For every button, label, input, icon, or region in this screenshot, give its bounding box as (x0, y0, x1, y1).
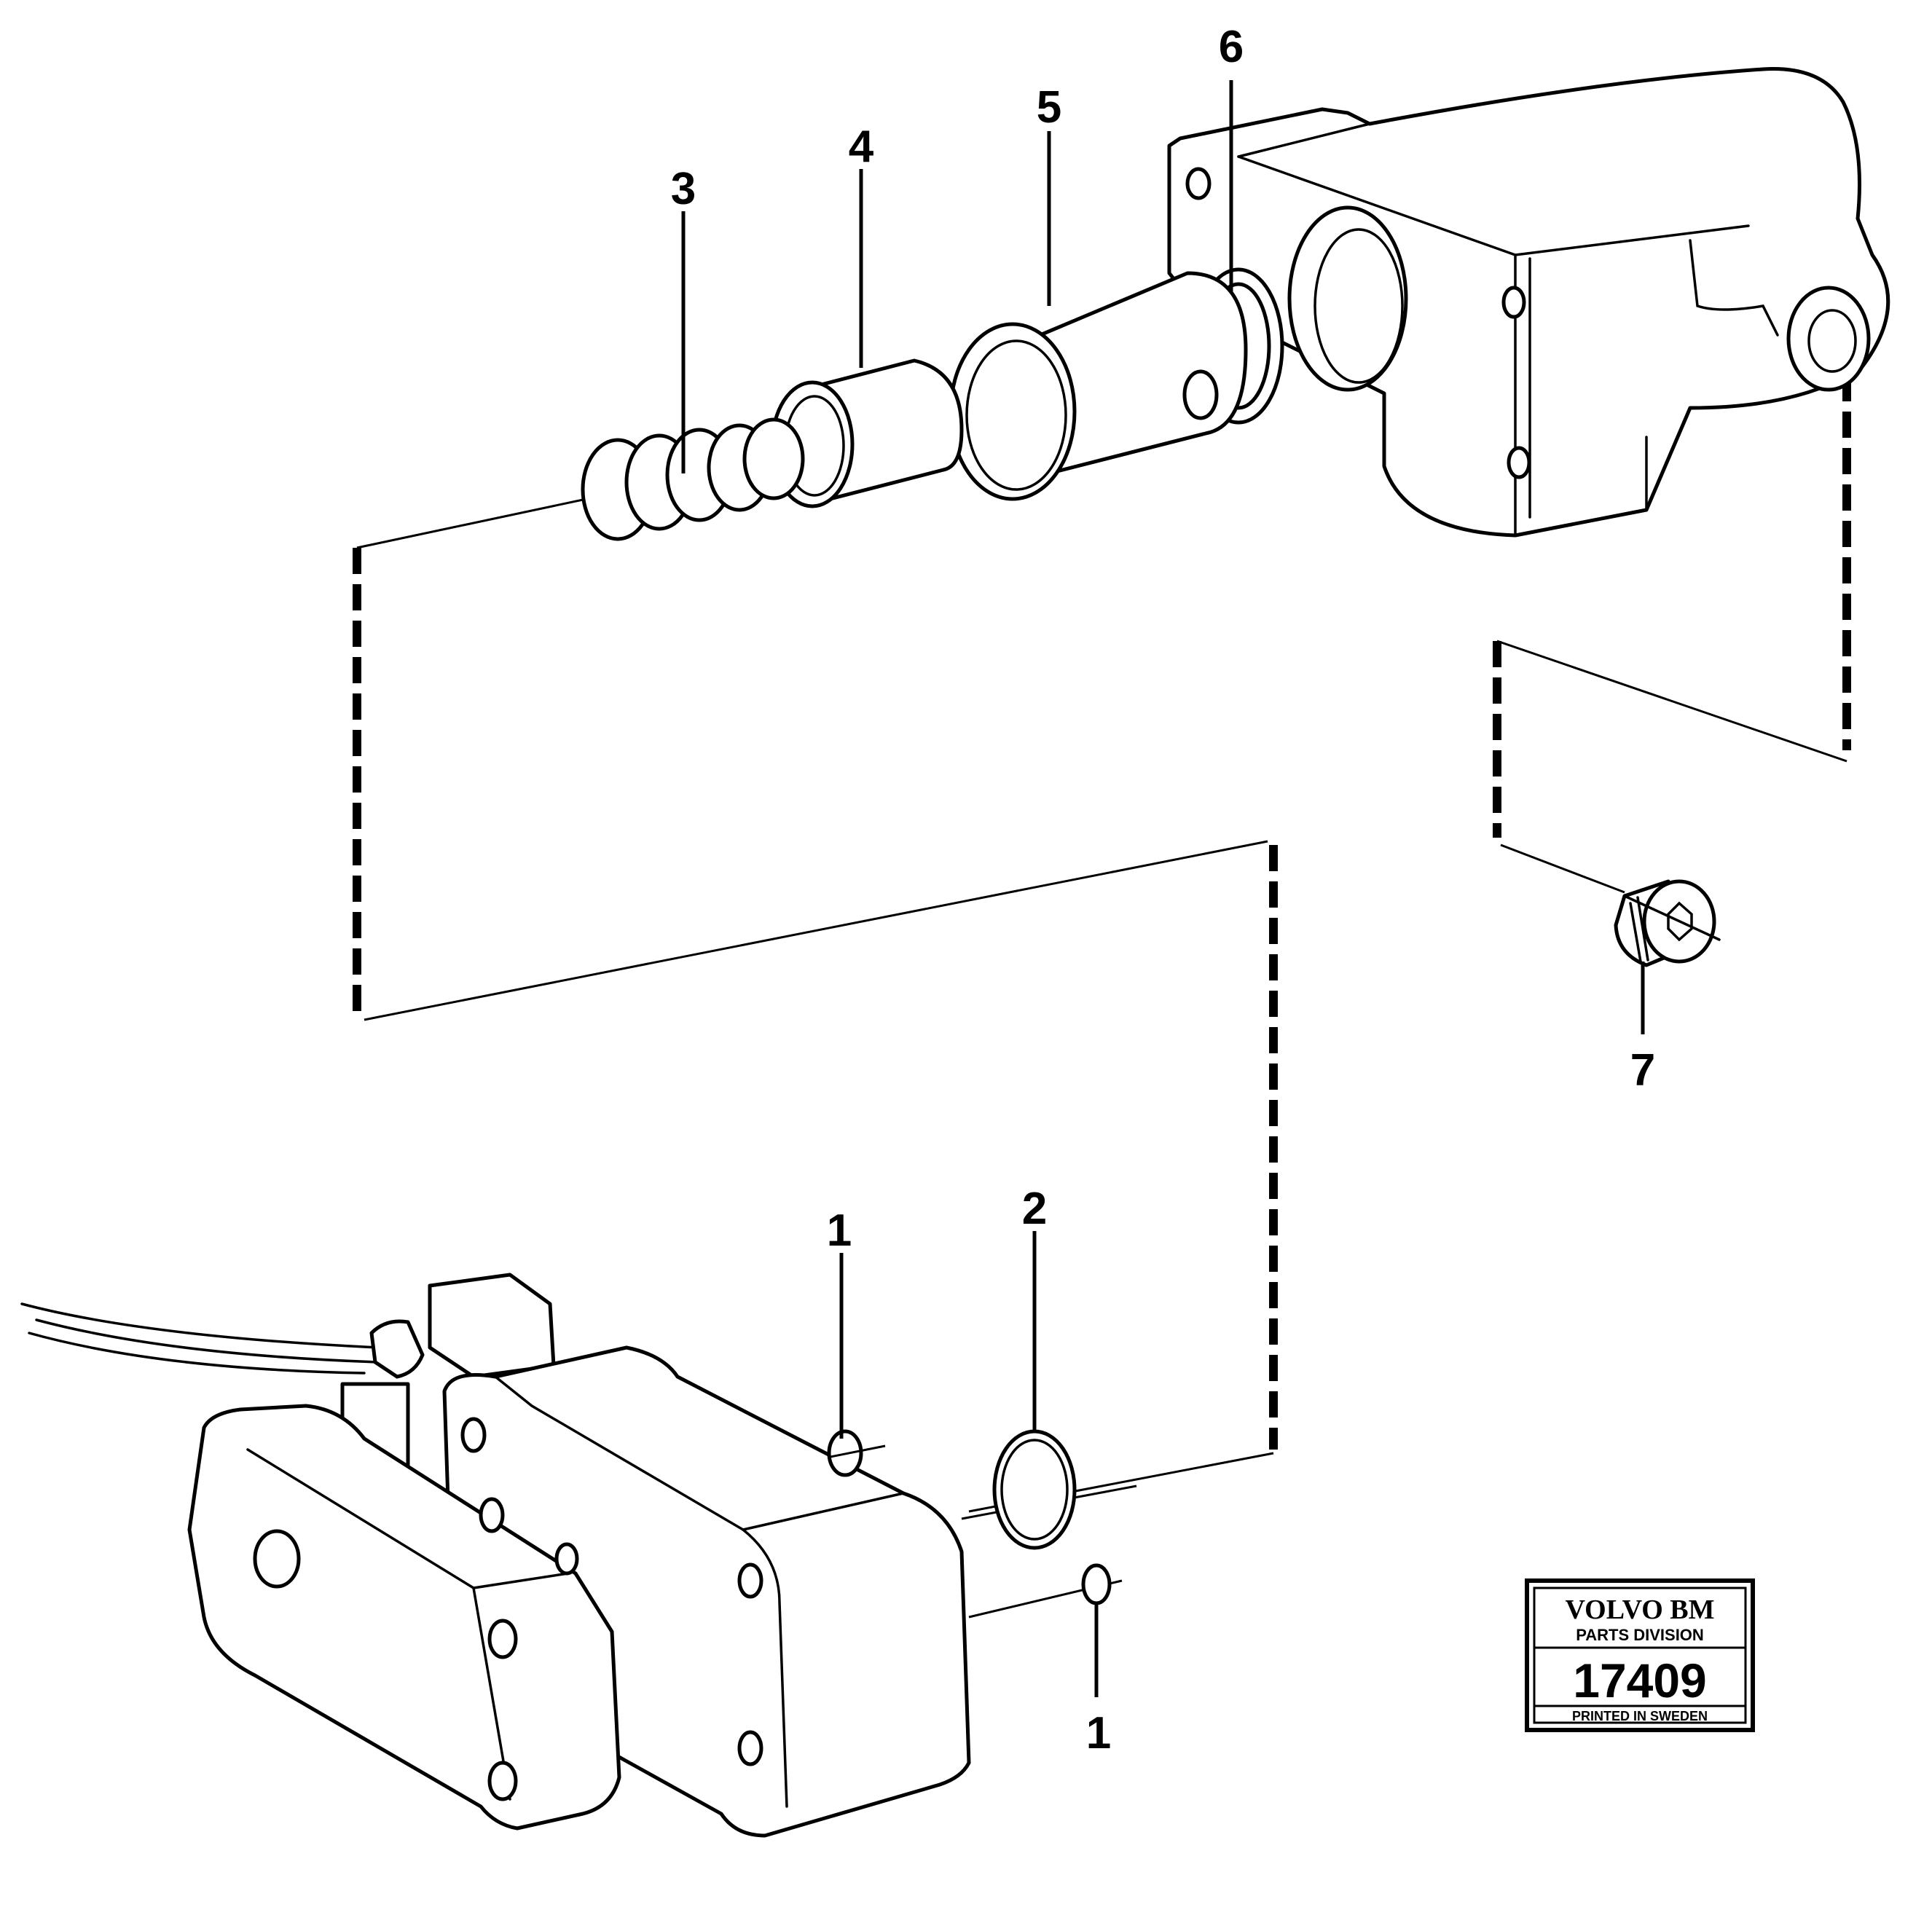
callout-5: 5 (1037, 82, 1061, 133)
o-ring-part-2 (992, 1429, 1077, 1550)
callout-leaders (681, 80, 1645, 1697)
badge-number: 17409 (1573, 1654, 1707, 1707)
badge-division: PARTS DIVISION (1576, 1626, 1704, 1644)
valve-housing (1167, 67, 1890, 538)
callout-1-upper: 1 (827, 1206, 852, 1256)
callout-numbers: 3 4 5 6 7 1 2 1 (671, 22, 1655, 1758)
callout-6: 6 (1219, 22, 1244, 72)
callout-2: 2 (1022, 1184, 1047, 1234)
assembly-frame-right (1493, 375, 1851, 894)
spring-part-3 (581, 417, 805, 541)
callout-4: 4 (849, 122, 874, 172)
solenoid-valve (20, 1273, 1137, 1838)
callout-7: 7 (1630, 1045, 1655, 1096)
badge-footer: PRINTED IN SWEDEN (1572, 1709, 1708, 1723)
valve-bushing-part-5 (949, 271, 1248, 501)
sleeve-part-4 (770, 358, 964, 508)
badge-brand: VOLVO BM (1565, 1595, 1714, 1625)
callout-3: 3 (671, 164, 696, 214)
parts-division-badge: VOLVO BM PARTS DIVISION 17409 PRINTED IN… (1525, 1578, 1755, 1732)
plug-screw-part-7 (1614, 879, 1721, 967)
o-ring-part-1-lower (1081, 1563, 1112, 1605)
callout-1-lower: 1 (1086, 1708, 1111, 1758)
o-ring-part-1-upper (827, 1429, 886, 1477)
